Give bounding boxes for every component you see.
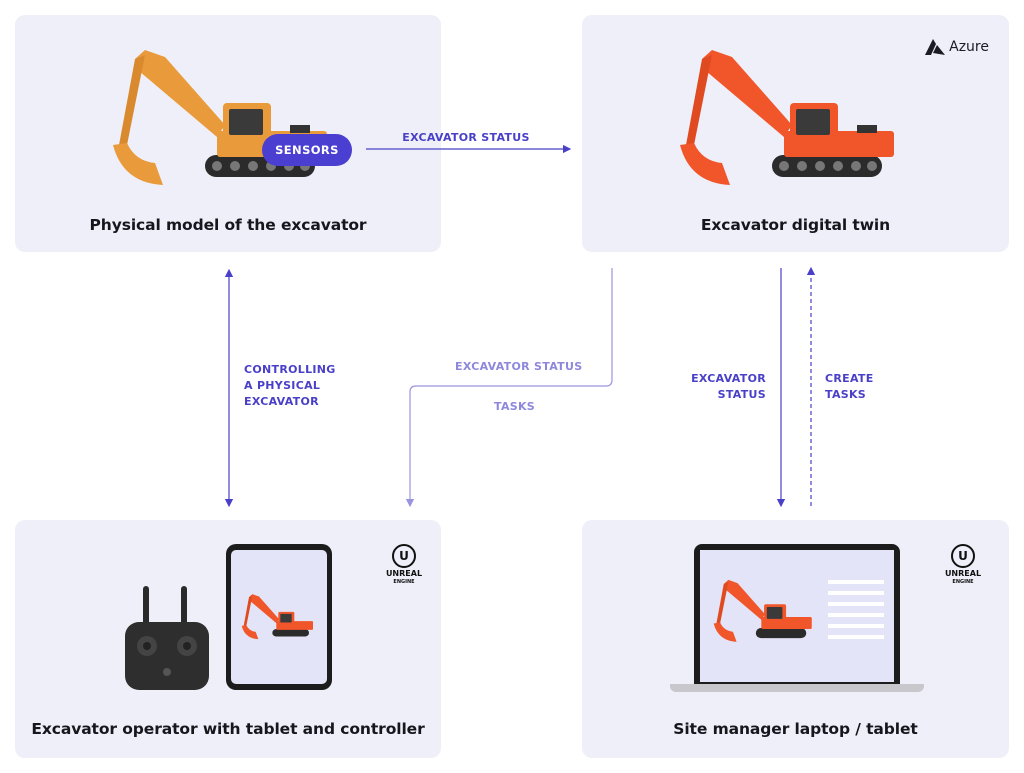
operator-card: U UNREAL ENGINE Excavator operator with … [15,520,441,758]
twin-excavator-illustration [680,50,894,185]
control-label: CONTROLLING A PHYSICAL EXCAVATOR [244,362,336,410]
mid-status-label: EXCAVATOR STATUS [455,360,583,373]
create-tasks-label: CREATE TASKS [825,371,874,403]
task-list-lines [828,580,884,639]
remote-controller-icon [125,586,209,690]
unreal-engine-icon: U [392,544,416,568]
site-manager-card: U UNREAL ENGINE Site [582,520,1009,758]
control-label-line2: A PHYSICAL [244,379,321,392]
mid-tasks-label: TASKS [494,400,536,413]
azure-label: Azure [949,39,989,55]
unreal-engine-logo: U UNREAL ENGINE [379,544,429,586]
control-label-line1: CONTROLLING [244,363,336,376]
physical-excavator-illustration [113,50,327,185]
unreal-label: UNREAL [385,569,423,578]
unreal-engine-icon: U [951,544,975,568]
operator-title: Excavator operator with tablet and contr… [31,720,425,738]
physical-model-card: SENSORS Physical model of the excavator [15,15,441,252]
digital-twin-card: Azure Excavator digital twin [582,15,1009,252]
right-status-line1: EXCAVATOR [691,372,766,385]
laptop-base [670,684,924,692]
engine-label: ENGINE [952,579,974,585]
laptop-screen [694,544,900,684]
status-tasks-arrow [405,268,613,508]
digital-twin-title: Excavator digital twin [700,216,891,234]
engine-label: ENGINE [393,579,415,585]
right-status-label: EXCAVATOR STATUS [680,371,766,403]
unreal-label: UNREAL [944,569,982,578]
sensors-badge: SENSORS [262,134,352,166]
laptop-excavator-illustration [713,579,812,642]
tablet-excavator-illustration [241,594,313,640]
azure-icon [925,39,946,55]
site-manager-title: Site manager laptop / tablet [673,720,918,738]
azure-brand: Azure [925,39,989,55]
operator-tablet [226,544,332,690]
physical-model-title: Physical model of the excavator [89,216,367,234]
right-status-line2: STATUS [717,388,766,401]
control-label-line3: EXCAVATOR [244,395,319,408]
top-status-label: EXCAVATOR STATUS [402,131,530,144]
create-tasks-line1: CREATE [825,372,874,385]
unreal-engine-logo: U UNREAL ENGINE [938,544,988,586]
create-tasks-line2: TASKS [825,388,867,401]
